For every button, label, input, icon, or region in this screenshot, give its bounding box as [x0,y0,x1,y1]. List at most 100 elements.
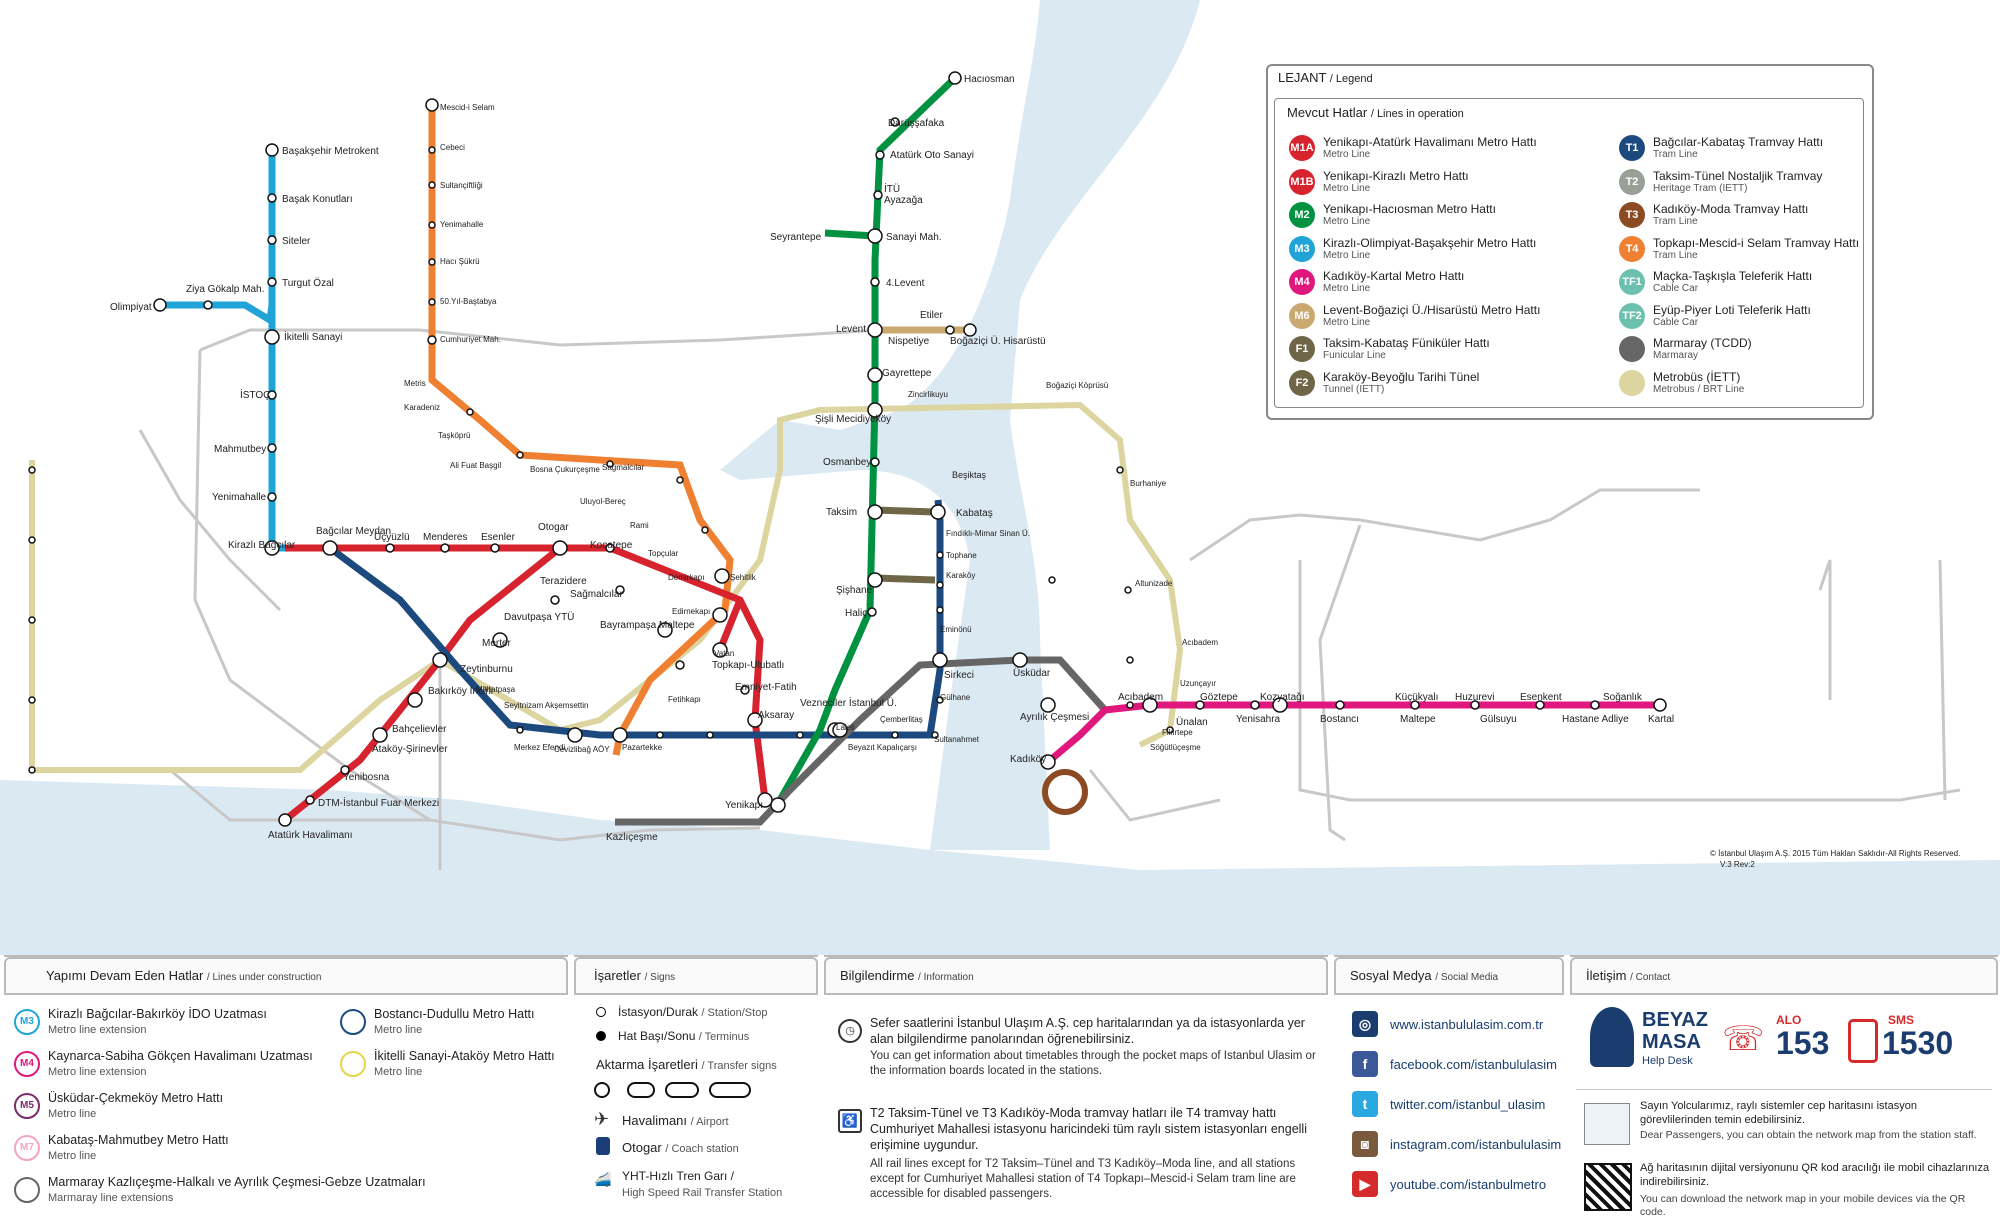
station-markers [28,71,1667,827]
line-badge-icon: M1A [1289,135,1315,161]
bosphorus-water [720,0,1200,850]
label-maltepe: Maltepe [1400,714,1436,725]
beyaz-masa-logo-icon [1590,1007,1634,1067]
label-terazidere: Terazidere [540,576,587,587]
sign-transfer-en: / Transfer signs [701,1060,777,1072]
legend-item: M1A Yenikapı-Atatürk Havalimanı Metro Hat… [1289,133,1579,165]
label-hacıosman: Hacıosman [964,74,1015,85]
label-sishane: Şişhane [836,585,873,596]
contact-note2-tr: Ağ haritasının dijital versiyonunu QR ko… [1640,1162,1990,1188]
label-davutpasa: Davutpaşa YTÜ [504,611,574,623]
f-icon[interactable]: f [1352,1051,1378,1077]
sign-airport: Havalimanı / Airport [622,1113,729,1128]
pocket-map-icon [1584,1103,1630,1145]
legend-item-name: Yenikapı-Atatürk Havalimanı Metro Hattı [1323,135,1537,149]
info-p2-en: All rail lines except for T2 Taksim–Tüne… [870,1158,1296,1200]
construction-item-type: Marmaray line extensions [48,1192,174,1204]
ig-icon[interactable]: ◙ [1352,1131,1378,1157]
social-link[interactable]: facebook.com/istanbululasim [1390,1057,1557,1072]
legend-subtitle-en: / Lines in operation [1370,108,1464,120]
construction-line-badge-icon: M5 [14,1093,40,1119]
label-kirazli: Kirazlı Bağcılar [228,540,296,551]
sign-airport-tr: Havalimanı [622,1113,688,1128]
label-halic: Haliç [845,608,867,619]
label-ikitelli: İkitelli Sanayi [284,330,342,343]
label-sultanciftligi: Sultançiftliği [440,181,483,190]
construction-item-type: Metro line extension [48,1024,147,1036]
label-vatan: Vatan [714,649,734,658]
label-cebeci: Cebeci [440,143,465,152]
train-icon: 🚄 [594,1171,612,1187]
yt-icon[interactable]: ▶ [1352,1171,1378,1197]
legend-title-tr: LEJANT [1278,70,1327,85]
label-findikli: Fındıklı-Mimar Sinan Ü. [946,529,1030,538]
signs-header-en: / Signs [644,972,676,983]
label-goztepe: Göztepe [1200,692,1238,703]
label-kartal: Kartal [1648,714,1674,725]
contact-note2-en: You can download the network map in your… [1640,1193,1966,1218]
label-kazlicesme: Kazlıçeşme [606,832,658,843]
legend-item-type: Cable Car [1653,316,1699,328]
legend-item-type: Heritage Tram (IETT) [1653,182,1748,194]
label-sisli: Şişli Mecidiyeköy [815,414,891,425]
label-seyitnizam: Seyitnizam Akşemsettin [504,701,588,710]
label-4levent: 4.Levent [886,278,925,289]
wheelchair-icon: ♿ [838,1109,862,1133]
construction-line-badge-icon [14,1177,40,1203]
label-eminonu: Eminönü [940,625,972,634]
construction-item-type: Metro line [48,1150,97,1162]
m4-line [1045,701,1660,765]
label-mahmutbey: Mahmutbey [214,444,266,455]
sign-station-en: / Station/Stop [701,1007,768,1019]
panel-contact: İletişim / Contact BEYAZ MASA Help Desk … [1570,955,1998,1225]
legend-item-type: Metro Line [1323,249,1371,261]
label-merkez-efendi: Merkez Efendi [514,743,565,752]
sign-transfer-tr: Aktarma İşaretleri [596,1057,698,1072]
contact-header-en: / Contact [1630,972,1671,983]
label-levent: Levent [836,324,866,335]
legend-item-type: Metro Line [1323,149,1371,160]
legend-item-name: Levent-Boğaziçi Ü./Hisarüstü Metro Hattı [1323,302,1541,317]
label-kozyatagi: Kozyatağı [1260,692,1304,703]
bus-icon [596,1137,610,1155]
label-sogutlucesme: Söğütlüçeşme [1150,743,1201,752]
social-link[interactable]: www.istanbululasim.com.tr [1390,1017,1544,1032]
construction-item-name: Kirazlı Bağcılar-Bakırköy İDO Uzatması [48,1007,267,1021]
legend-title: LEJANT / Legend [1278,70,1373,85]
label-yenibosna: Yenibosna [343,772,390,783]
alo-label: ALO [1776,1013,1802,1027]
www-icon[interactable]: ◎ [1352,1011,1378,1037]
label-uzuncayir: Uzunçayır [1180,679,1216,688]
label-cumhuriyet: Cumhuriyet Mah. [440,335,501,344]
legend-item-name: Yenikapı-Kirazlı Metro Hattı [1323,168,1469,183]
social-link[interactable]: instagram.com/istanbululasim [1390,1137,1562,1152]
social-link[interactable]: youtube.com/istanbulmetro [1390,1177,1547,1192]
label-zincirlikuyu: Zincirlikuyu [908,390,948,399]
transfer-signs-icon [594,1082,751,1098]
label-bogazici: Boğaziçi Ü. Hisarüstü [950,335,1046,347]
sign-coach-en: / Coach station [665,1143,739,1155]
label-tophane: Tophane [946,551,977,560]
label-acibadem-mb: Acıbadem [1182,638,1218,647]
t-icon[interactable]: t [1352,1091,1378,1117]
label-seyrantepe: Seyrantepe [770,232,822,243]
line-badge-icon: M3 [1289,235,1315,262]
label-aksaray: Aksaray [758,710,794,721]
m3-line [160,150,285,552]
legend-item-name: Kadıköy-Kartal Metro Hattı [1323,269,1465,283]
sign-yht-en-text: High Speed Rail Transfer Station [622,1187,783,1199]
legend-item-type: Metro Line [1323,316,1371,328]
qr-code-icon[interactable] [1584,1163,1632,1211]
label-fikirtepe: Fikirtepe [1162,728,1193,737]
legend-item-type: Metrobus / BRT Line [1653,383,1745,395]
line-badge-icon: M1B [1289,168,1315,195]
information-header-en: / Information [918,972,974,983]
panel-social: Sosyal Medya / Social Media ◎www.istanbu… [1334,955,1564,1225]
label-menderes: Menderes [423,532,467,543]
social-link[interactable]: twitter.com/istanbul_ulasim [1390,1097,1546,1112]
construction-header-en: / Lines under construction [206,972,322,983]
